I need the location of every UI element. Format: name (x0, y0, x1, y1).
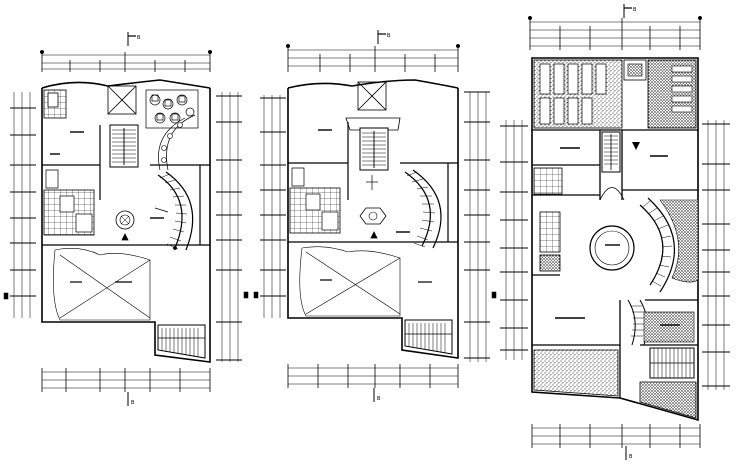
bathroom-tile (539, 211, 561, 253)
light-well (107, 85, 137, 115)
dimension-lines-right (464, 91, 497, 362)
bathroom-tile (533, 167, 563, 195)
dimension-lines-right (702, 120, 730, 390)
round-table-icon (589, 225, 635, 271)
curved-stair (157, 171, 194, 251)
exterior-walls (531, 57, 699, 422)
dimension-lines-left (253, 95, 286, 318)
interior-walls (42, 125, 210, 246)
section-mark-label: B (137, 35, 141, 41)
section-mark-icon: B (127, 32, 141, 46)
section-mark-bottom-label: B (377, 396, 381, 402)
floor-plan-3: B (500, 4, 730, 460)
stair-icon (359, 127, 389, 171)
section-mark-bottom-label: B (131, 400, 135, 406)
garage (299, 246, 432, 317)
section-mark-label: B (387, 33, 391, 39)
hatched-area (639, 381, 697, 419)
dimension-lines-bottom: B (531, 424, 701, 460)
stair-icon (109, 124, 139, 168)
stair-icon (404, 319, 453, 355)
stair-icon (649, 347, 695, 379)
hatched-area (533, 349, 619, 397)
garage (53, 248, 151, 321)
section-mark-label: B (633, 7, 637, 13)
furniture-icon (145, 89, 199, 129)
round-table-icon (359, 207, 387, 239)
dimension-lines-top (527, 15, 703, 50)
exterior-walls (41, 79, 211, 363)
floor-plan-2: B (253, 30, 497, 402)
section-mark-icon: B (623, 4, 637, 18)
curved-stair (639, 197, 675, 293)
light-well (357, 81, 387, 111)
dimension-lines-left (3, 92, 36, 318)
floor-plan-1: B (3, 32, 249, 406)
parking-stalls (539, 63, 607, 125)
dimension-lines-left (500, 120, 528, 360)
dimension-lines-bottom: B (287, 364, 459, 402)
interior-walls (288, 122, 458, 243)
dimension-lines-bottom: B (41, 368, 211, 406)
dimension-lines-top (285, 43, 461, 72)
dimension-lines-right (216, 92, 249, 362)
round-table-icon (115, 210, 135, 241)
interior-walls (532, 129, 698, 398)
curved-stair (404, 169, 442, 249)
dimension-lines-top (39, 49, 213, 72)
stair-icon (157, 324, 206, 359)
section-mark-icon: B (377, 30, 391, 44)
stair-icon (601, 131, 621, 173)
section-mark-bottom-label: B (629, 454, 633, 460)
